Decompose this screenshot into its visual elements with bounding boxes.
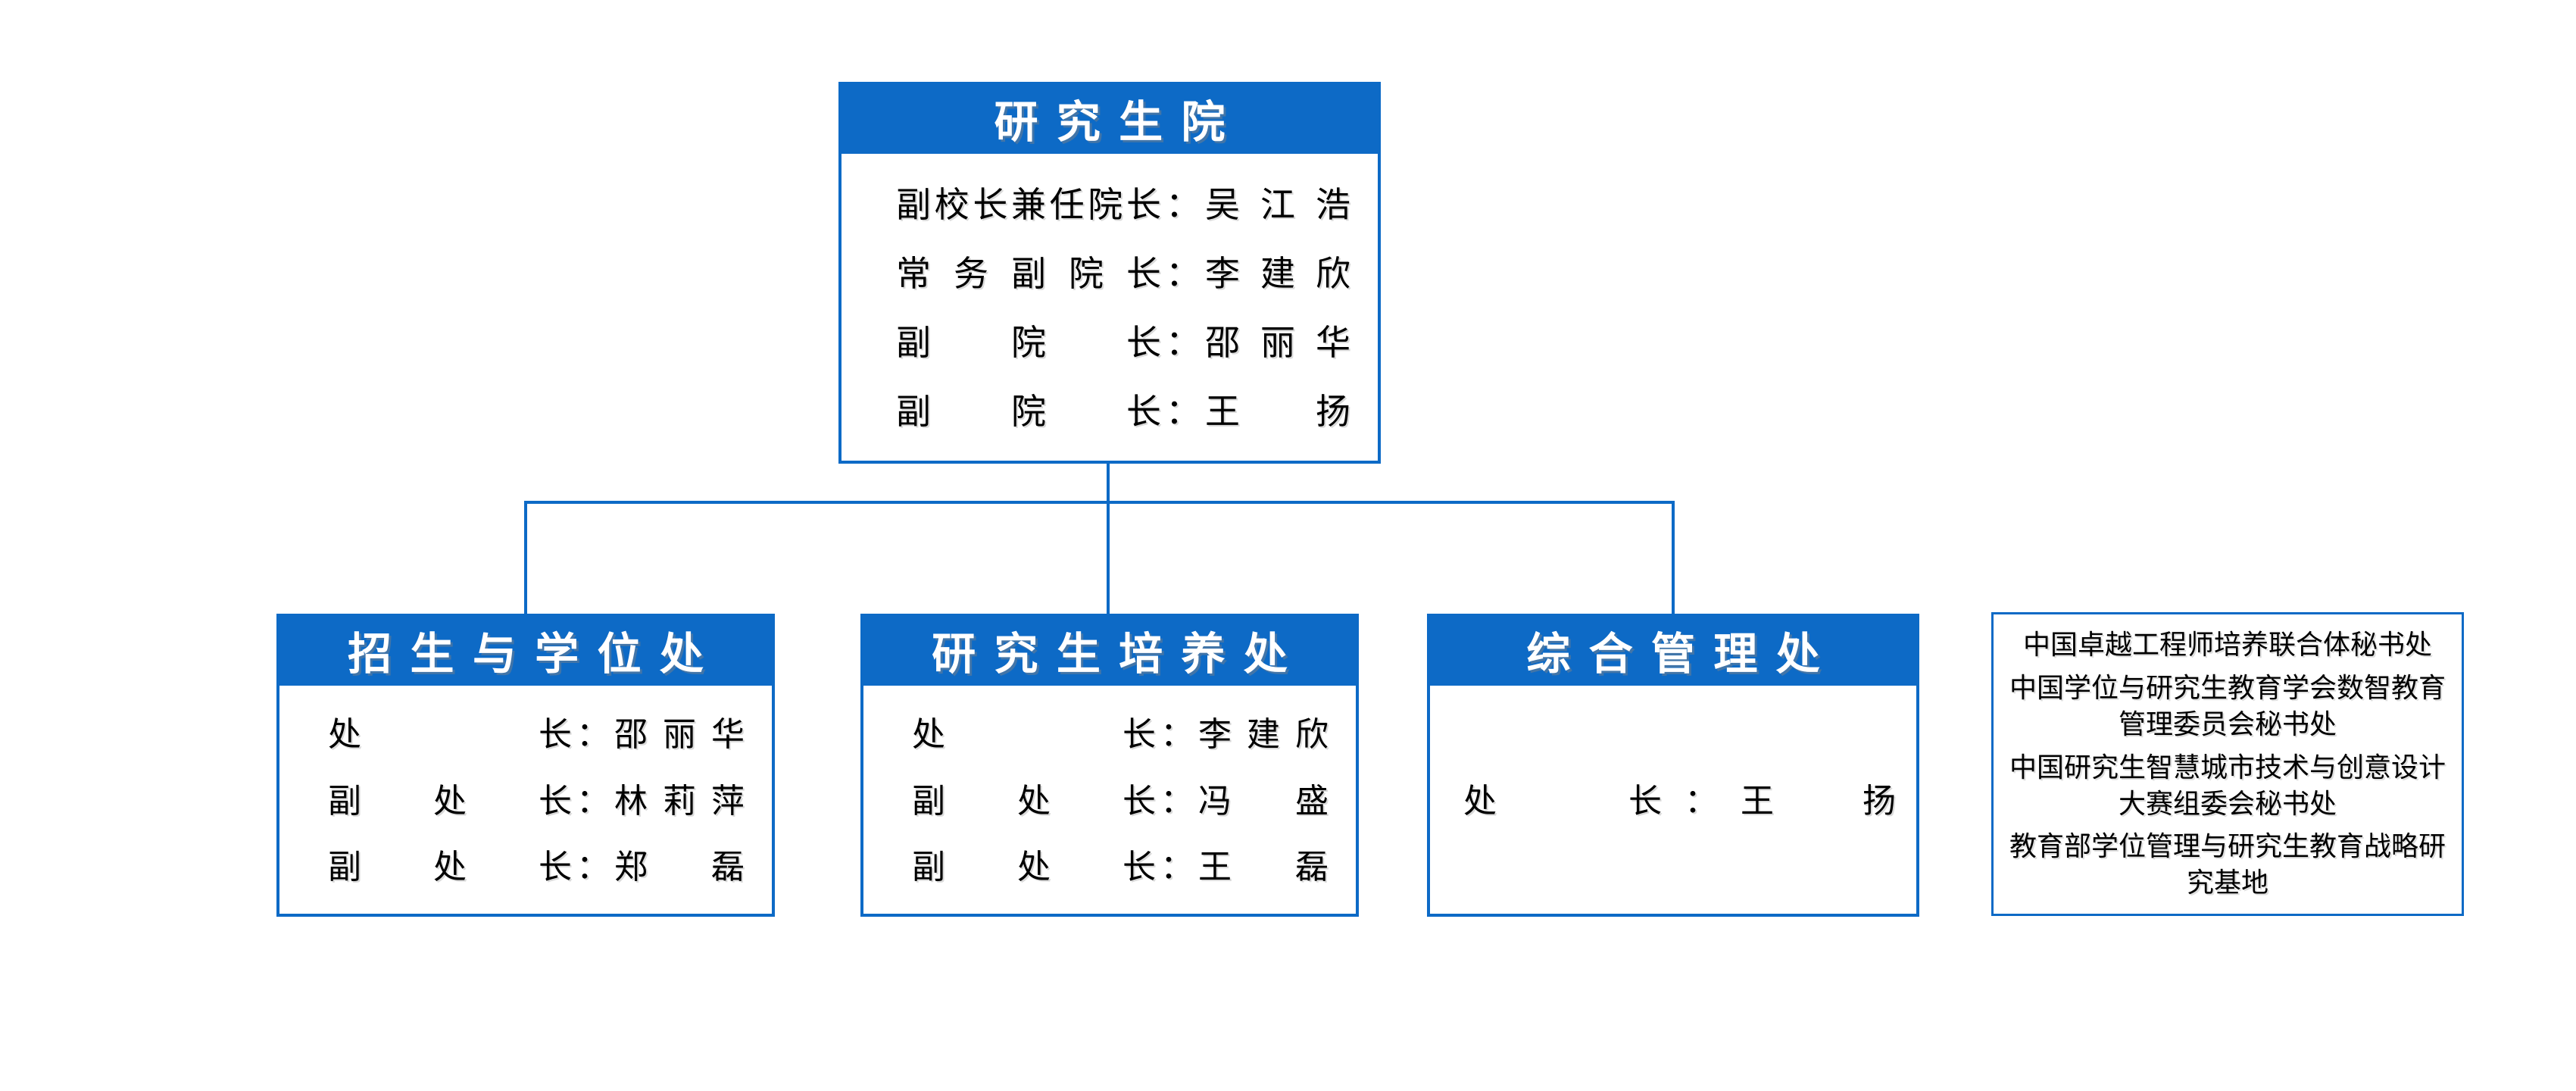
admissions-degrees-body: 处长：邵丽华 副处长：林莉萍 副处长：郑磊 (276, 686, 775, 917)
colon: ： (1160, 782, 1194, 820)
position-label: 副院长 (896, 392, 1161, 431)
person-row: 副院长：邵丽华 (841, 315, 1378, 365)
position-label: 处长 (1463, 782, 1662, 820)
graduate-school-body: 副校长兼任院长：吴江浩 常务副院长：李建欣 副院长：邵丽华 副院长：王扬 (838, 154, 1381, 464)
affiliate-item: 中国卓越工程师培养联合体秘书处 (2022, 629, 2432, 661)
box-title: 招生与学位处 (348, 629, 723, 679)
person-name: 邵丽华 (614, 715, 745, 753)
person-name: 王扬 (1741, 782, 1896, 820)
colon: ： (1160, 849, 1194, 886)
position-label: 副处长 (328, 849, 572, 886)
affiliate-item: 教育部学位管理与研究生教育战略研究基地 (2009, 830, 2446, 899)
org-box-admissions-degrees: 招生与学位处 处长：邵丽华 副处长：林莉萍 副处长：郑磊 (276, 614, 775, 917)
position-label: 副处长 (912, 849, 1156, 886)
person-name: 郑磊 (614, 849, 745, 886)
colon: ： (1166, 185, 1201, 224)
position-label: 副处长 (912, 782, 1156, 820)
connector-drop-training (1107, 501, 1110, 615)
position-label: 副校长兼任院长 (896, 185, 1161, 224)
position-label: 处长 (912, 715, 1156, 753)
colon: ： (1166, 254, 1201, 293)
box-title: 研究生院 (994, 97, 1244, 147)
person-row: 副院长：王扬 (841, 384, 1378, 434)
position-label: 常务副院长 (896, 254, 1161, 293)
colon: ： (1685, 782, 1718, 820)
person-row: 处长 ： 王扬 (1430, 774, 1916, 822)
colon: ： (576, 849, 610, 886)
person-row: 副处长：林莉萍 (279, 774, 772, 822)
colon: ： (576, 782, 610, 820)
general-admin-body: 处长 ： 王扬 (1427, 686, 1919, 917)
graduate-training-body: 处长：李建欣 副处长：冯盛 副处长：王磊 (860, 686, 1359, 917)
person-name: 邵丽华 (1205, 323, 1350, 362)
colon: ： (576, 715, 610, 753)
affiliate-item: 中国研究生智慧城市技术与创意设计大赛组委会秘书处 (2009, 751, 2446, 819)
box-title: 研究生培养处 (932, 629, 1307, 679)
person-row: 处长：邵丽华 (279, 707, 772, 755)
colon: ： (1166, 392, 1201, 431)
person-name: 吴江浩 (1205, 185, 1350, 224)
graduate-school-header: 研究生院 (838, 82, 1381, 154)
affiliate-item: 中国学位与研究生教育学会数智教育管理委员会秘书处 (2009, 671, 2446, 739)
person-row: 副处长：王磊 (863, 839, 1356, 888)
person-name: 林莉萍 (614, 782, 745, 820)
box-title: 综合管理处 (1526, 629, 1839, 679)
position-label: 副院长 (896, 323, 1161, 362)
person-name: 李建欣 (1205, 254, 1350, 293)
person-row: 处长：李建欣 (863, 707, 1356, 755)
person-row: 常务副院长：李建欣 (841, 246, 1378, 296)
colon: ： (1160, 715, 1194, 753)
connector-stem (1107, 462, 1110, 504)
org-box-graduate-school: 研究生院 副校长兼任院长：吴江浩 常务副院长：李建欣 副院长：邵丽华 副院长：王… (838, 82, 1381, 464)
person-name: 冯盛 (1198, 782, 1329, 820)
person-name: 王磊 (1198, 849, 1329, 886)
affiliates-box: 中国卓越工程师培养联合体秘书处 中国学位与研究生教育学会数智教育管理委员会秘书处… (1991, 612, 2464, 916)
org-box-general-admin: 综合管理处 处长 ： 王扬 (1427, 614, 1919, 917)
position-label: 处长 (328, 715, 572, 753)
person-row: 副校长兼任院长：吴江浩 (841, 177, 1378, 227)
person-name: 王扬 (1205, 392, 1350, 431)
graduate-training-header: 研究生培养处 (860, 614, 1359, 686)
connector-rail (524, 501, 1675, 504)
person-row: 副处长：郑磊 (279, 839, 772, 888)
person-row: 副处长：冯盛 (863, 774, 1356, 822)
colon: ： (1166, 323, 1201, 362)
connector-drop-admissions (524, 501, 527, 615)
org-box-graduate-training: 研究生培养处 处长：李建欣 副处长：冯盛 副处长：王磊 (860, 614, 1359, 917)
admissions-degrees-header: 招生与学位处 (276, 614, 775, 686)
general-admin-header: 综合管理处 (1427, 614, 1919, 686)
person-name: 李建欣 (1198, 715, 1329, 753)
connector-drop-general (1672, 501, 1675, 615)
position-label: 副处长 (328, 782, 572, 820)
